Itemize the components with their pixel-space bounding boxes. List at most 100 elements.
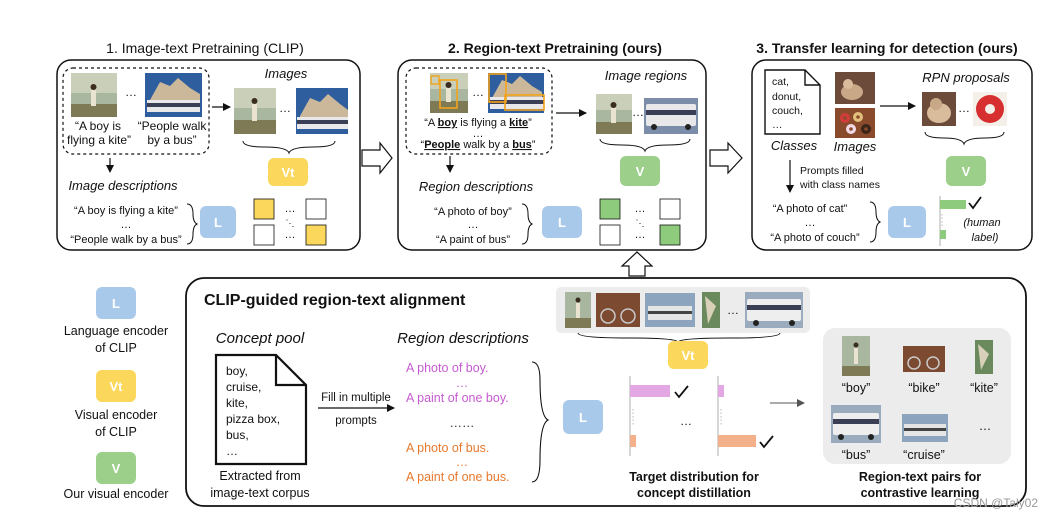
panel2-matrix-dots-top: …	[635, 203, 646, 215]
panel3-brace-desc	[869, 201, 882, 243]
panel1-brace-images	[242, 140, 336, 155]
legend: L Language encoder of CLIP Vt Visual enc…	[64, 287, 168, 501]
arrow-bottom-to-panel2	[620, 251, 654, 277]
caption1-line2: flying a kite”	[67, 133, 131, 147]
panel2-image-group	[405, 67, 553, 155]
pairs-line1: Region-text pairs for	[859, 470, 981, 484]
panel3-desc-dots: …	[805, 217, 816, 229]
bottom-encoder-vt-label: Vt	[682, 348, 696, 363]
target-check-icon-2	[759, 435, 774, 449]
panel2-region-bus	[644, 98, 698, 134]
bottom-encoder-vt	[668, 341, 708, 369]
target-line2: concept distillation	[637, 486, 751, 500]
pairs-line2: contrastive learning	[861, 486, 980, 500]
panel1-matrix-dots-diag: ⋱	[286, 218, 295, 228]
concept-6: …	[226, 444, 238, 458]
panel2-desc1: “A photo of boy”	[434, 206, 512, 218]
panel1-matrix-dots-bottom: …	[285, 229, 296, 241]
panel1-title: 1. Image-text Pretraining (CLIP)	[106, 40, 304, 56]
panel3-rpn-donut	[973, 92, 1007, 126]
fill-prompts-line2: prompts	[335, 415, 377, 427]
panel3-rpn-label: RPN proposals	[922, 70, 1010, 85]
panel2-photo-bus	[488, 73, 545, 113]
legend-v-symbol: V	[112, 461, 121, 476]
legend-vt-line2: of CLIP	[95, 425, 137, 439]
panel3-encoder-v	[946, 156, 986, 186]
panel3-images-label: Images	[834, 139, 877, 154]
legend-l-symbol: L	[112, 296, 120, 311]
pair-photo-bike	[903, 346, 945, 372]
prompt-5: A photo of bus.	[406, 441, 489, 455]
panel3-label-bars	[939, 196, 966, 246]
panel3-prompts-line1: Prompts filled	[800, 165, 864, 177]
class-item-3: couch,	[772, 105, 803, 117]
panel1-encoder-l-label: L	[214, 215, 222, 230]
concept-4: pizza box,	[226, 412, 280, 426]
legend-vt-line1: Visual encoder	[75, 408, 157, 422]
panel2-encoder-v	[620, 156, 660, 186]
prompt-3: A paint of one boy.	[406, 391, 509, 405]
legend-vt-symbol: Vt	[110, 379, 124, 394]
prompt-1: A photo of boy.	[406, 361, 488, 375]
panel3-title: 3. Transfer learning for detection (ours…	[756, 40, 1017, 56]
region-desc-label: Region descriptions	[397, 330, 529, 347]
panel3-human-line2: label)	[972, 232, 999, 244]
panel2-caption2: “People walk by a bus”	[421, 139, 536, 151]
panel2-matrix-dots-bottom: …	[635, 229, 646, 241]
panel2-desc2: “A paint of bus”	[436, 234, 510, 246]
panel3-desc1: “A photo of cat”	[773, 203, 848, 215]
panel3-prompts-line2: with class names	[799, 179, 880, 191]
panel3-image-donuts	[835, 108, 875, 138]
panel3-brace-rpn	[924, 131, 1005, 146]
panel2-encoder-v-label: V	[636, 164, 645, 179]
panel2-images-label: Image regions	[605, 68, 688, 83]
panel3-encoder-l-label: L	[903, 215, 911, 230]
legend-v-swatch	[96, 452, 136, 484]
panel1-encoder-l	[200, 206, 236, 238]
panel2-photo-boy	[430, 73, 468, 113]
panel1-encoder-vt-label: Vt	[282, 165, 296, 180]
panel2-encoder-l	[542, 206, 582, 238]
prompt-4: ……	[450, 416, 475, 430]
fill-prompts-line1: Fill in multiple	[321, 392, 391, 404]
bottom-brace-regions	[577, 332, 781, 344]
panel3-rpn-cat	[922, 92, 956, 126]
pair-label-bus: “bus”	[842, 448, 870, 462]
panel1-encoder-vt	[268, 158, 308, 186]
caption2-line2: by a bus”	[147, 133, 196, 147]
panel3-desc2: “A photo of couch”	[770, 232, 860, 244]
prompt-6: …	[456, 455, 469, 469]
bottom-encoder-l	[563, 400, 603, 434]
bottom-encoder-l-label: L	[579, 410, 587, 425]
strip-region-cruise	[645, 293, 695, 327]
class-item-4: …	[772, 119, 783, 131]
panel1-desc-dots: …	[121, 219, 132, 231]
watermark: CSDN @Taly02	[953, 496, 1038, 510]
panel2-box	[397, 59, 707, 251]
panel3-check-icon	[968, 196, 982, 210]
panel3-rpn-dots: …	[958, 101, 970, 115]
photo-bus	[145, 73, 202, 117]
pair-label-cruise: “cruise”	[903, 448, 945, 462]
pair-label-boy: “boy”	[842, 381, 870, 395]
pair-label-bike: “bike”	[908, 381, 939, 395]
strip-dots: …	[727, 303, 739, 317]
panel2-caption1: “A boy is flying a kite”	[424, 117, 532, 129]
panel3-human-line1: (human	[963, 217, 1000, 229]
class-item-2: donut,	[772, 91, 801, 103]
panel1-desc-label: Image descriptions	[68, 178, 178, 193]
panel1-photo-boy	[234, 88, 276, 134]
panel2-brace-regions	[599, 138, 691, 153]
pair-photo-boy	[842, 336, 870, 376]
caption2-line1: “People walk	[138, 119, 208, 133]
prompt-7: A paint of one bus.	[406, 470, 510, 484]
bottom-title: CLIP-guided region-text alignment	[204, 292, 466, 309]
arrow-panel1-to-panel2	[361, 141, 393, 175]
target-dots: …	[680, 414, 692, 428]
photo-boy-kite	[71, 73, 117, 117]
panel1-box	[56, 59, 361, 251]
panel2-caption-dots: …	[473, 128, 484, 140]
panel1-brace-desc	[186, 203, 199, 245]
target-line1: Target distribution for	[629, 470, 759, 484]
